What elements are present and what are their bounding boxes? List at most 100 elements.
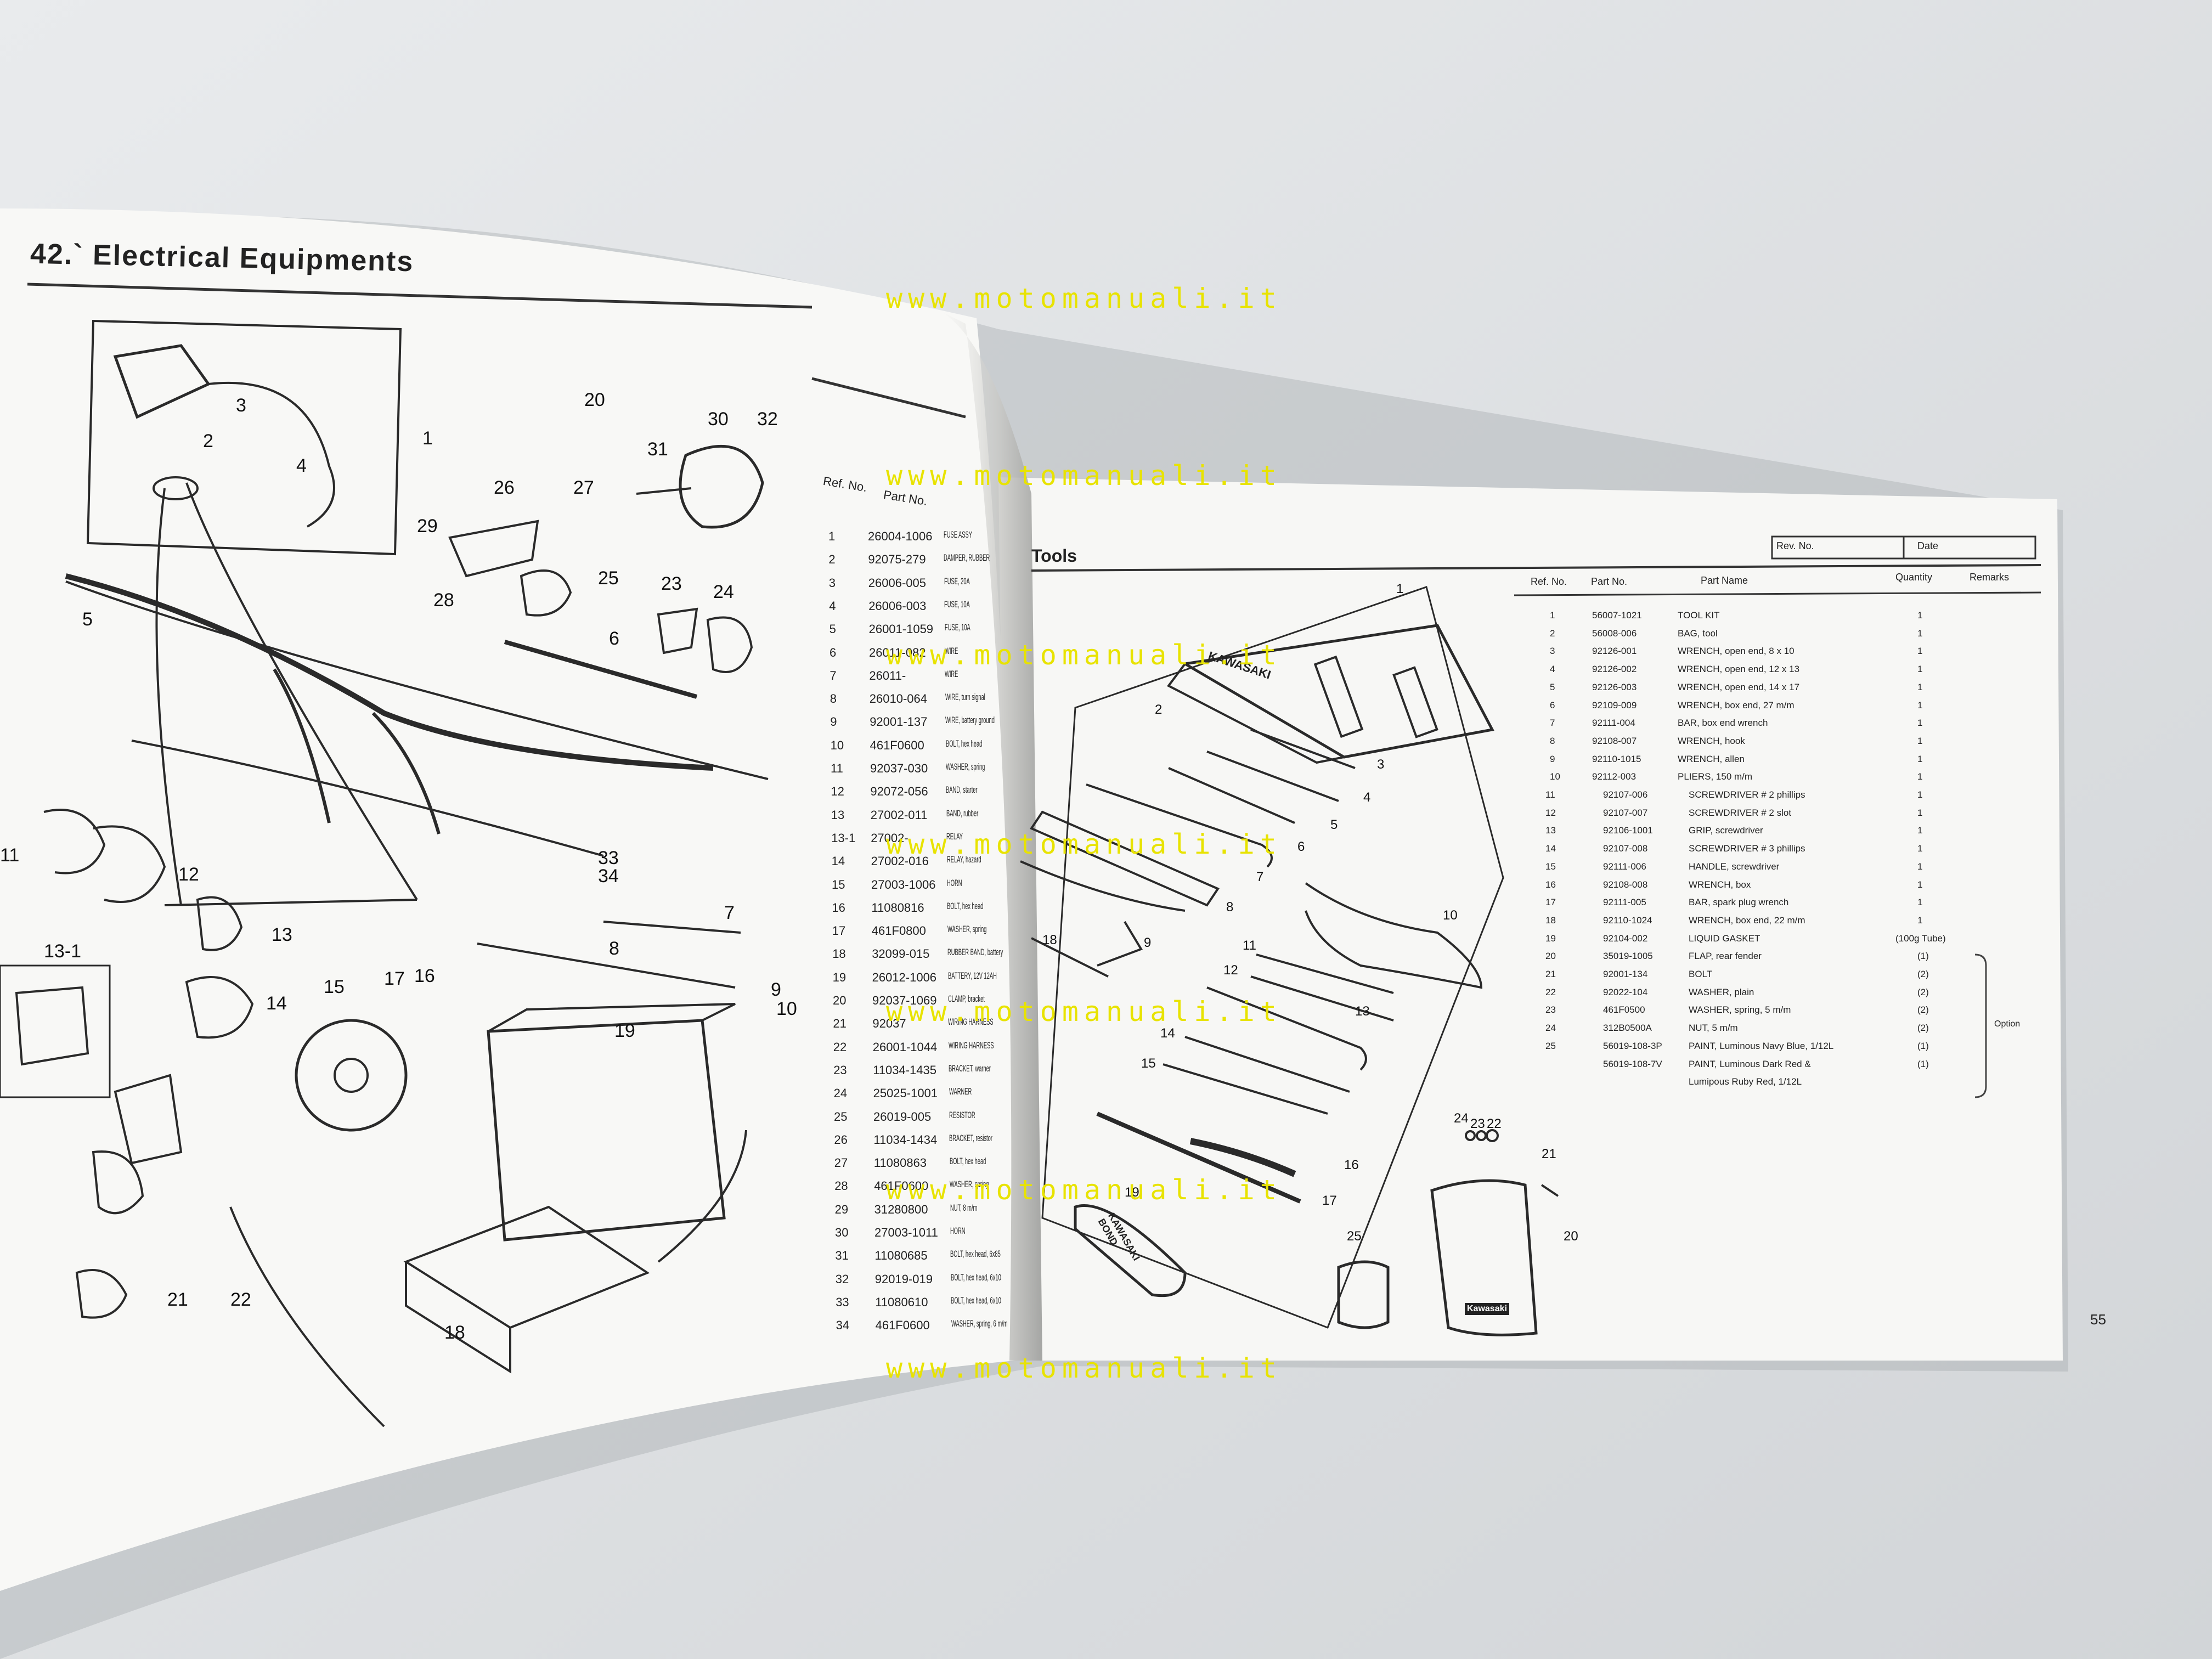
right-row-name: WASHER, plain [1689, 986, 1754, 997]
warner-24 [706, 616, 753, 673]
right-row-ref: 1 [1550, 610, 1555, 620]
battery-tray-18-side [405, 1262, 511, 1374]
right-row-ref: 11 [1545, 789, 1555, 800]
fitting [92, 1150, 144, 1215]
left-row-ref: 34 [836, 1318, 850, 1333]
left-row-name: RELAY [946, 831, 963, 842]
left-callout-label: 7 [724, 902, 735, 923]
right-row-partno: 92107-007 [1603, 807, 1648, 818]
resistor-25 [520, 569, 572, 617]
left-row-partno: 92019-019 [874, 1272, 933, 1286]
right-callout-label: 14 [1160, 1026, 1175, 1041]
bar-7 [1030, 810, 1220, 907]
left-row-partno: 11080863 [873, 1156, 927, 1170]
horn-15-center [334, 1058, 369, 1093]
left-row-partno: 11034-1435 [873, 1063, 936, 1077]
right-row-qty: 1 [1917, 718, 1923, 729]
right-row-ref: 14 [1545, 843, 1556, 854]
right-row-ref: 17 [1545, 897, 1556, 908]
right-row-qty: 1 [1917, 628, 1923, 639]
right-row-ref: 22 [1545, 986, 1556, 997]
allen-9 [1097, 921, 1143, 967]
wrench-6 [1086, 783, 1273, 868]
left-row-ref: 27 [834, 1156, 848, 1170]
left-callout-label: 2 [203, 431, 213, 452]
right-row-partno: 92107-006 [1603, 789, 1648, 800]
right-row-ref: 16 [1545, 879, 1556, 890]
left-callout-label: 6 [609, 628, 619, 649]
left-callout-label: 1 [422, 428, 433, 449]
left-row-ref: 20 [833, 994, 847, 1007]
left-row-name: BRACKET, warner [949, 1063, 991, 1074]
right-row-ref: 23 [1545, 1005, 1556, 1015]
band-12 [93, 825, 166, 903]
right-row-ref: 2 [1550, 628, 1555, 639]
left-callout-label: 9 [771, 979, 781, 1000]
right-row-qty: 1 [1917, 699, 1923, 710]
left-row-name: BATTERY, 12V 12AH [947, 970, 997, 981]
right-row-ref: 8 [1550, 735, 1555, 746]
right-row-partno: 461F0500 [1603, 1005, 1645, 1015]
left-row-partno: 92037-030 [870, 761, 928, 775]
hdr-name: Part Name [1701, 575, 1748, 586]
right-row-partno: 92109-009 [1592, 699, 1637, 710]
left-row-partno: 461F0800 [871, 924, 926, 938]
right-row-name: PAINT, Luminous Navy Blue, 1/12L [1689, 1040, 1834, 1051]
right-row-qty: (100g Tube) [1895, 933, 1946, 944]
left-callout-label: 8 [609, 938, 619, 959]
left-row-ref: 33 [836, 1295, 849, 1309]
right-callout-label: 5 [1330, 817, 1338, 832]
left-row-partno: 461F0600 [870, 738, 924, 752]
left-row-name: NUT, 8 m/m [950, 1202, 977, 1213]
right-callout-label: 10 [1443, 908, 1458, 923]
relay-13-1 [15, 986, 89, 1066]
right-callout-label: 7 [1256, 870, 1264, 884]
right-row-name: WRENCH, box [1689, 879, 1751, 890]
left-callout-label: 5 [82, 609, 93, 630]
left-row-ref: 6 [830, 645, 837, 659]
right-row-ref: 20 [1545, 951, 1556, 962]
wire-7 [603, 921, 741, 934]
left-row-name: WASHER, spring [950, 1179, 989, 1190]
left-row-ref: 2 [828, 552, 836, 567]
left-row-ref: 28 [834, 1179, 848, 1193]
right-row-name: SCREWDRIVER # 2 slot [1689, 807, 1792, 818]
harness-branch-2 [371, 712, 441, 834]
watermark-2: www.motomanuali.it [886, 460, 1282, 492]
left-title-rule [27, 283, 812, 309]
left-callout-label: 33 [598, 848, 619, 868]
right-row-ref: 3 [1550, 646, 1555, 657]
bag-window-2 [1392, 666, 1438, 738]
left-callout-label: 4 [296, 455, 307, 476]
left-callout-label: 14 [266, 993, 287, 1014]
left-row-name: HORN [950, 1226, 966, 1236]
left-row-name: BOLT, hex head, 6x10 [951, 1295, 1002, 1306]
left-row-partno: 26010-064 [869, 692, 928, 706]
left-row-name: WASHER, spring [946, 761, 985, 772]
left-row-name: WIRING HARNESS [948, 1040, 994, 1051]
socket-pipe [114, 1074, 183, 1165]
left-callout-label: 13-1 [44, 941, 82, 962]
left-callout-label: 3 [236, 395, 246, 416]
wire-8 [477, 943, 736, 989]
left-row-partno: 27002-016 [871, 854, 929, 868]
left-row-partno: 26011-082 [869, 645, 926, 659]
option-label: Option [1994, 1019, 2021, 1029]
right-callout-label: 24 [1454, 1111, 1469, 1126]
left-row-ref: 10 [830, 738, 844, 752]
left-table-rule [811, 377, 966, 419]
bolt-21 [1541, 1184, 1559, 1197]
horn-15 [295, 1019, 408, 1132]
left-callout-label: 31 [647, 439, 668, 460]
left-row-partno: 31280800 [874, 1202, 928, 1216]
right-row-partno: 92104-002 [1603, 933, 1648, 944]
right-row-qty: 1 [1917, 879, 1923, 890]
screwdriver-12 [1250, 975, 1394, 1022]
right-callout-label: 20 [1564, 1229, 1578, 1244]
right-row-name: Lumipous Ruby Red, 1/12L [1689, 1076, 1802, 1087]
right-page-title: Tools [1031, 546, 1077, 566]
right-row-qty: 1 [1917, 664, 1923, 675]
left-row-partno: 461F0600 [874, 1179, 929, 1193]
right-row-partno: 92108-008 [1603, 879, 1648, 890]
right-row-partno: 92022-104 [1603, 986, 1648, 997]
